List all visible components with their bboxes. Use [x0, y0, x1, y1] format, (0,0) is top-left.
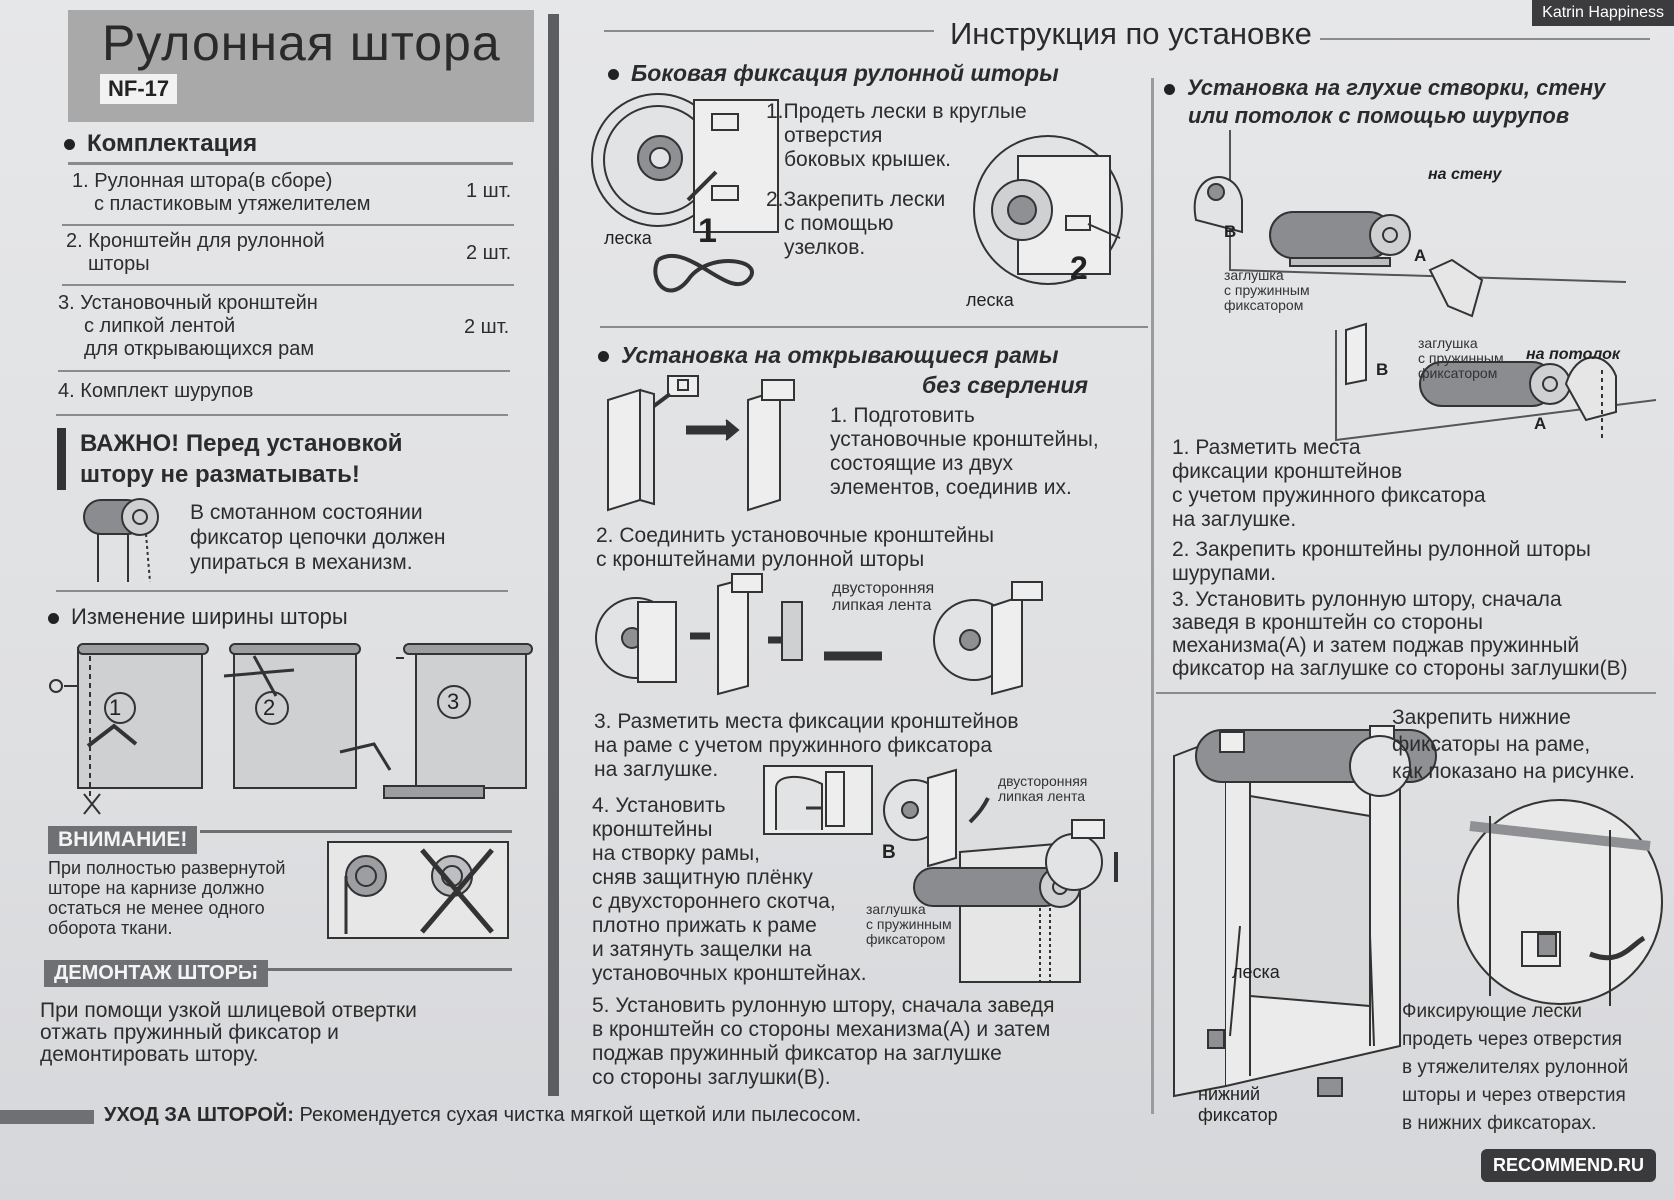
dismantle-label: ДЕМОНТАЖ ШТОРЫ [44, 960, 268, 987]
kit-item-1: 1. Рулонная штора(в сборе)с пластиковым … [72, 170, 371, 215]
divider [200, 830, 512, 833]
frames-label-b: В [882, 842, 896, 863]
width-change-diagram [49, 643, 533, 815]
deaf-wall-figure [1193, 130, 1657, 442]
column-divider-right [1151, 78, 1154, 1114]
care-bar [0, 1110, 94, 1124]
attention-label: ВНИМАНИЕ! [48, 826, 198, 854]
divider [56, 414, 508, 416]
bullet-icon [608, 69, 619, 81]
frames-install-figure [883, 768, 1118, 983]
kit-qty-3: 2 шт. [464, 316, 510, 338]
bullet-icon [1164, 83, 1175, 95]
deaf-wall-label: на стену [1428, 166, 1502, 183]
install-title: Инструкция по установке [950, 16, 1312, 51]
side-fixation-figure-1 [591, 93, 779, 293]
width-step-2: 2 [263, 695, 276, 720]
divider [600, 326, 1148, 328]
recommend-badge: RECOMMEND.RU [1481, 1149, 1656, 1182]
width-step-3: 3 [447, 689, 460, 714]
side-leska-label-2: леска [966, 290, 1014, 310]
model-badge: NF-17 [100, 74, 178, 104]
author-watermark: Katrin Happiness [1532, 0, 1674, 26]
rolled-blind-icon [83, 498, 159, 583]
divider [68, 162, 513, 165]
divider [58, 370, 510, 372]
lower-fixer-figure [1173, 725, 1663, 1098]
kit-qty-1: 1 шт. [466, 180, 512, 202]
bullet-icon [598, 351, 609, 363]
important-text: В смотанном состоянии фиксатор цепочки д… [190, 501, 446, 574]
divider [62, 224, 514, 226]
width-section-title: Изменение ширины шторы [48, 604, 348, 630]
deaf-label-b-2: В [1376, 360, 1389, 379]
deaf-label-a-1: А [1414, 246, 1427, 265]
page-title: Рулонная штора [102, 15, 501, 71]
divider [62, 284, 514, 286]
important-bar [57, 428, 66, 490]
attention-figure [327, 841, 509, 939]
important-title: ВАЖНО! Перед установкой штору не разматы… [80, 430, 403, 488]
deaf-section-title: Установка на глухие створки, стену или п… [1164, 74, 1605, 130]
frames-mark-figure [763, 765, 873, 835]
divider [1320, 38, 1650, 40]
deaf-ceiling-label: на потолок [1526, 346, 1620, 363]
side-step-number-2: 2 [1070, 250, 1088, 286]
kit-section-title: Комплектация [64, 130, 257, 158]
divider [240, 968, 512, 971]
bullet-icon [48, 612, 59, 624]
frames-section-title: Установка на открывающиеся рамы без свер… [598, 340, 1088, 400]
frames-connect-figure [595, 573, 1043, 696]
frames-step-5: 5. Установить рулонную штору, сначала за… [592, 994, 1055, 1089]
divider [1156, 692, 1656, 694]
divider [604, 30, 934, 32]
divider [56, 590, 508, 592]
care-text: УХОД ЗА ШТОРОЙ: Рекомендуется сухая чист… [104, 1104, 862, 1126]
side-step-number-1: 1 [698, 212, 717, 250]
width-step-1: 1 [109, 695, 122, 720]
kit-item-4: 4. Комплект шурупов [58, 380, 254, 402]
deaf-label-b-1: В [1224, 222, 1237, 241]
deaf-label-a-2: А [1534, 414, 1547, 433]
kit-qty-2: 2 шт. [466, 242, 512, 264]
dismantle-text: При помощи узкой шлицевой отвертки отжат… [40, 999, 417, 1066]
attention-text: При полностью развернутой шторе на карни… [48, 858, 286, 938]
column-divider-left [548, 14, 559, 1096]
lower-leska-label: леска [1232, 962, 1280, 982]
side-section-title: Боковая фиксация рулонной шторы [608, 60, 1059, 87]
frames-bracket-assembly-figure [607, 375, 795, 512]
side-fixation-figure-2 [973, 135, 1123, 285]
bullet-icon [64, 139, 75, 151]
side-leska-label-1: леска [604, 228, 652, 248]
